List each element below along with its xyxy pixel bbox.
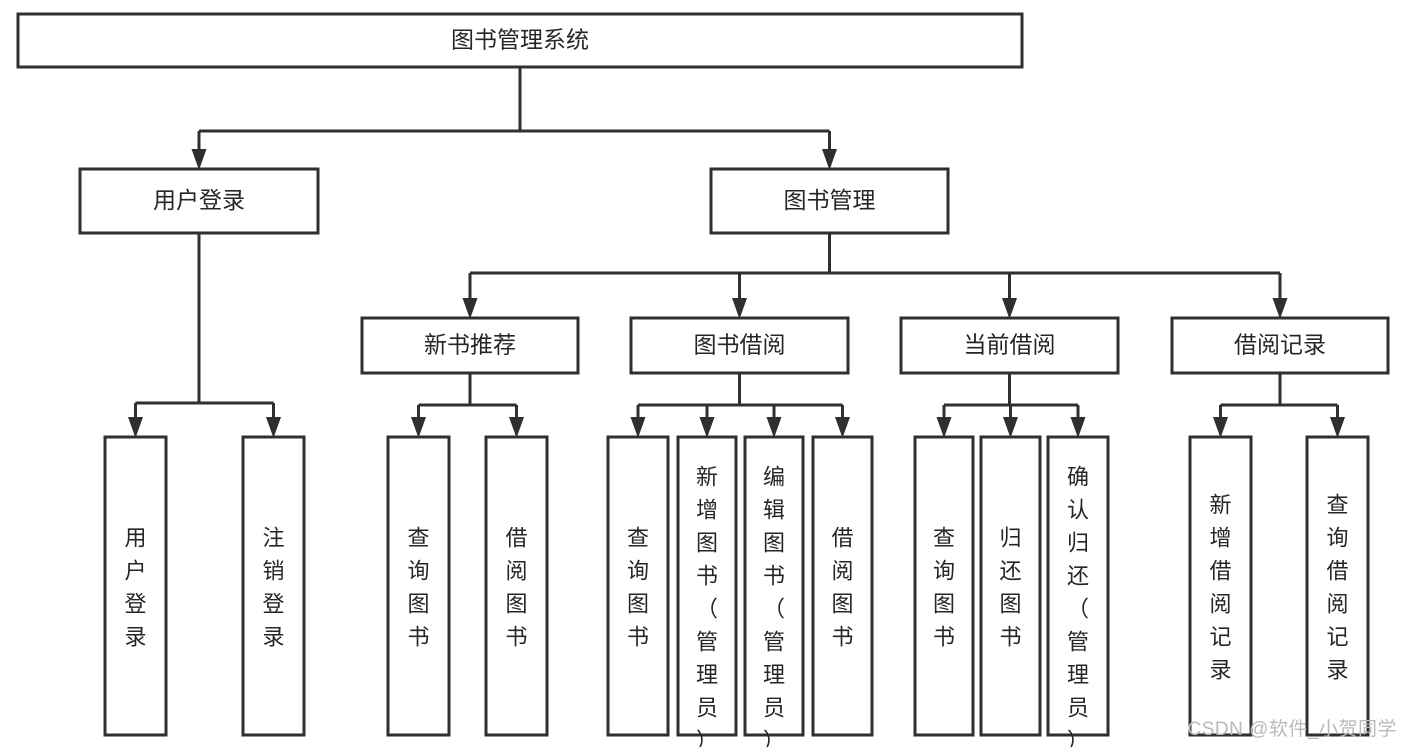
node-label: 借阅图书 <box>505 526 527 650</box>
node-label: 图书管理系统 <box>451 27 589 53</box>
node-leaf-new-query[interactable]: 查询图书 <box>386 435 451 737</box>
node-leaf-rec-add[interactable]: 新增借阅记录 <box>1188 435 1253 737</box>
arrow-head-icon <box>822 149 837 170</box>
node-label: 用户登录 <box>153 187 245 213</box>
arrow-head-icon <box>411 417 426 438</box>
connector-group-l3_borrow <box>630 373 850 438</box>
arrow-head-icon <box>699 417 715 438</box>
connector-group-l2_user <box>128 233 281 438</box>
node-leaf-bk-borrow[interactable]: 借阅图书 <box>811 435 874 737</box>
arrow-head-icon <box>266 417 281 438</box>
node-leaf-bk-query[interactable]: 查询图书 <box>606 435 670 737</box>
node-label: 查询图书 <box>407 526 429 650</box>
connector-group-l2_book <box>462 233 1288 319</box>
node-box[interactable] <box>103 435 168 737</box>
node-label: 编辑图书（管理员） <box>763 465 785 747</box>
node-box[interactable] <box>743 435 805 737</box>
node-box[interactable] <box>1170 316 1390 375</box>
node-box[interactable] <box>629 316 850 375</box>
node-box[interactable] <box>811 435 874 737</box>
connector-layer <box>128 67 1345 438</box>
node-label: 查询借阅记录 <box>1326 493 1348 683</box>
arrow-head-icon <box>1272 298 1288 319</box>
arrow-head-icon <box>1003 417 1018 438</box>
node-l3-record[interactable]: 借阅记录 <box>1170 316 1390 375</box>
node-box[interactable] <box>606 435 670 737</box>
node-l3-current[interactable]: 当前借阅 <box>899 316 1120 375</box>
node-label: 借阅图书 <box>831 526 853 650</box>
arrow-head-icon <box>1070 417 1086 438</box>
node-box[interactable] <box>979 435 1042 737</box>
node-box[interactable] <box>484 435 549 737</box>
node-l2-book[interactable]: 图书管理 <box>709 167 950 235</box>
node-leaf-user-login[interactable]: 用户登录 <box>103 435 168 737</box>
node-layer: 图书管理系统用户登录图书管理新书推荐图书借阅当前借阅借阅记录用户登录注销登录查询… <box>16 12 1390 747</box>
node-leaf-new-borrow[interactable]: 借阅图书 <box>484 435 549 737</box>
arrow-head-icon <box>835 417 850 438</box>
node-label: 当前借阅 <box>964 332 1056 358</box>
node-label: 图书借阅 <box>694 332 786 358</box>
node-label: 确认归还（管理员） <box>1067 465 1089 747</box>
arrow-head-icon <box>1330 417 1345 438</box>
arrow-head-icon <box>462 298 478 319</box>
node-label: 新增借阅记录 <box>1209 493 1231 683</box>
node-box[interactable] <box>16 12 1024 69</box>
connector-group-l3_new <box>411 373 524 438</box>
arrow-head-icon <box>1002 298 1017 319</box>
node-l2-user[interactable]: 用户登录 <box>78 167 320 235</box>
arrow-head-icon <box>509 417 524 438</box>
arrow-head-icon <box>630 417 646 438</box>
arrow-head-icon <box>936 417 952 438</box>
node-root[interactable]: 图书管理系统 <box>16 12 1024 69</box>
node-label: 注销登录 <box>262 526 284 650</box>
connector-group-l3_current <box>936 373 1086 438</box>
node-label: 查询图书 <box>627 526 649 650</box>
node-box[interactable] <box>1188 435 1253 737</box>
node-box[interactable] <box>360 316 580 375</box>
node-leaf-user-logout[interactable]: 注销登录 <box>241 435 306 737</box>
connector-group-l3_record <box>1213 373 1345 438</box>
node-box[interactable] <box>899 316 1120 375</box>
node-box[interactable] <box>241 435 306 737</box>
node-box[interactable] <box>386 435 451 737</box>
node-box[interactable] <box>1046 435 1110 737</box>
node-label: 查询图书 <box>933 526 955 650</box>
node-leaf-bk-add[interactable]: 新增图书（管理员） <box>676 435 738 747</box>
node-label: 用户登录 <box>124 526 146 650</box>
node-label: 新增图书（管理员） <box>696 465 718 747</box>
node-leaf-cur-return[interactable]: 归还图书 <box>979 435 1042 737</box>
node-box[interactable] <box>676 435 738 737</box>
node-leaf-cur-confirm[interactable]: 确认归还（管理员） <box>1046 435 1110 747</box>
node-leaf-rec-query[interactable]: 查询借阅记录 <box>1305 435 1370 737</box>
node-label: 归还图书 <box>999 526 1021 650</box>
arrow-head-icon <box>1213 417 1228 438</box>
arrow-head-icon <box>128 417 143 438</box>
node-label: 新书推荐 <box>424 332 516 358</box>
connector-group-root <box>191 67 837 170</box>
node-box[interactable] <box>709 167 950 235</box>
arrow-head-icon <box>191 149 207 170</box>
node-label: 图书管理 <box>784 187 876 213</box>
node-l3-borrow[interactable]: 图书借阅 <box>629 316 850 375</box>
node-box[interactable] <box>1305 435 1370 737</box>
node-label: 借阅记录 <box>1234 332 1326 358</box>
arrow-head-icon <box>732 298 747 319</box>
node-leaf-cur-query[interactable]: 查询图书 <box>913 435 975 737</box>
node-box[interactable] <box>78 167 320 235</box>
node-box[interactable] <box>913 435 975 737</box>
node-leaf-bk-edit[interactable]: 编辑图书（管理员） <box>743 435 805 747</box>
watermark: CSDN @软件_小贺同学 <box>1187 719 1397 740</box>
arrow-head-icon <box>766 417 782 438</box>
node-l3-new[interactable]: 新书推荐 <box>360 316 580 375</box>
